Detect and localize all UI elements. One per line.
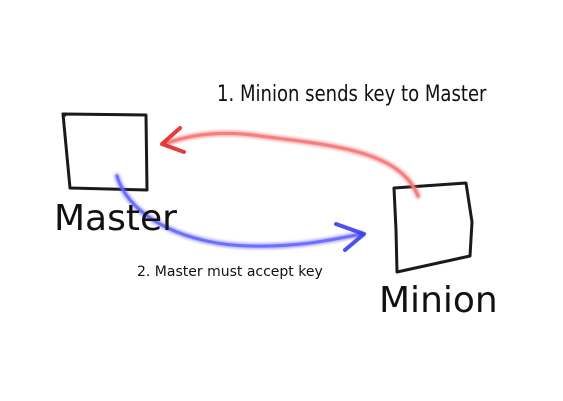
step-1-label: 1. Minion sends key to Master bbox=[217, 82, 487, 107]
minion-label: Minion bbox=[379, 280, 498, 321]
arrowhead-blue bbox=[334, 222, 366, 252]
arrow-minion-to-master bbox=[160, 126, 421, 199]
step-2-label: 2. Master must accept key bbox=[137, 264, 323, 280]
master-label: Master bbox=[54, 198, 177, 239]
arrowhead-red bbox=[160, 126, 186, 154]
minion-box bbox=[392, 181, 474, 274]
master-box bbox=[61, 112, 149, 192]
arrow-master-to-minion bbox=[114, 173, 366, 252]
